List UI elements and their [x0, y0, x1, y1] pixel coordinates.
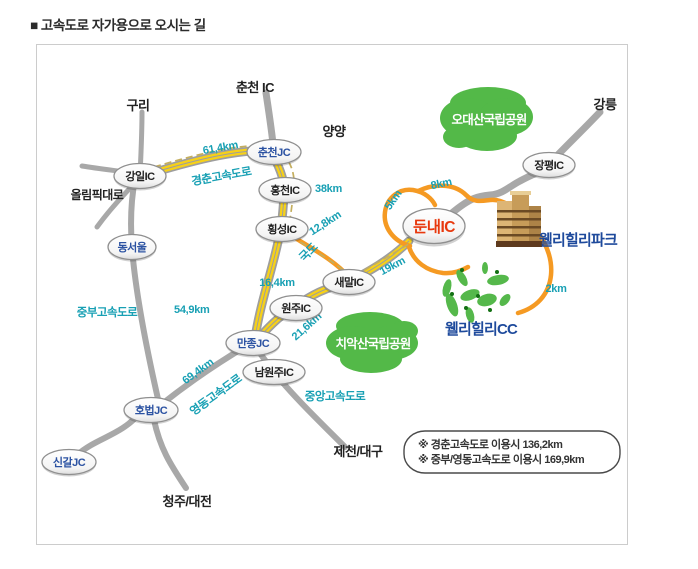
svg-text:동서울: 동서울	[118, 240, 147, 254]
svg-text:장평IC: 장평IC	[534, 158, 564, 172]
label-gangneung: 강릉	[594, 97, 617, 112]
node-jangpyeong-ic: 장평IC	[522, 151, 576, 180]
distance-2km: 2km	[545, 283, 567, 295]
svg-text:춘천JC: 춘천JC	[258, 145, 291, 159]
node-hongcheon-ic: 홍천IC	[258, 176, 312, 205]
route-map-canvas: 오대산국립공원 치악산국립공원	[41, 80, 621, 509]
svg-text:홍천IC: 홍천IC	[270, 183, 300, 197]
node-dunnae-ic: 둔내IC	[402, 207, 466, 247]
note-line-1: ※ 경춘고속도로 이용시 136,2km	[418, 437, 563, 451]
svg-text:원주IC: 원주IC	[281, 301, 311, 315]
node-hobeop-jc: 호법JC	[123, 396, 179, 425]
svg-text:새말IC: 새말IC	[334, 275, 364, 289]
svg-text:호법JC: 호법JC	[135, 403, 168, 417]
yeongdong-centerline	[256, 240, 410, 341]
city-labels: 구리 춘천 IC 양양 강릉 올림픽대로 청주/대전 제천/대구	[71, 80, 618, 509]
label-jungang-expressway: 중앙고속도로	[305, 390, 366, 403]
odaesan-park-blob	[440, 87, 533, 151]
node-gangil-ic: 강일IC	[113, 162, 167, 191]
odaesan-park: 오대산국립공원	[440, 87, 533, 151]
distance-54-9km: 54,9km	[174, 304, 210, 316]
label-jecheon-daegu: 제천/대구	[334, 444, 383, 459]
welli-hilli-park-label: 웰리힐리파크	[539, 232, 618, 249]
node-namwonju-ic: 남원주IC	[242, 358, 306, 387]
svg-text:남원주IC: 남원주IC	[255, 365, 294, 379]
label-gyeongchun-expressway: 경춘고속도로	[190, 164, 253, 188]
nodes: 강일IC 춘천JC 홍천IC 횡성IC 새말IC 원주IC	[41, 138, 576, 477]
chiaksan-park-blob	[326, 312, 418, 373]
welli-hilli-cc-label: 웰리힐리CC	[445, 321, 518, 338]
dunnae-loop-road	[382, 187, 438, 249]
chiaksan-park-label: 치악산국립공원	[336, 336, 411, 351]
label-guri: 구리	[127, 98, 150, 113]
note-box-border	[403, 430, 621, 474]
svg-text:강일IC: 강일IC	[125, 169, 155, 183]
resort-building-icon	[496, 191, 542, 247]
svg-text:만종JC: 만종JC	[237, 336, 270, 350]
golf-course-icon	[442, 262, 511, 323]
svg-text:신갈JC: 신갈JC	[53, 455, 86, 469]
route-map: 오대산국립공원 치악산국립공원	[36, 44, 628, 545]
label-yangyang: 양양	[323, 124, 346, 139]
road-jungbu-expressway	[128, 176, 161, 402]
label-cheongju-daejeon: 청주/대전	[163, 494, 212, 509]
node-wonju-ic: 원주IC	[269, 294, 323, 323]
distance-8km: 8km	[430, 176, 454, 192]
label-chuncheon-ic: 춘천 IC	[236, 80, 275, 95]
distance-12-8km: 12,8km	[307, 209, 344, 239]
svg-text:둔내IC: 둔내IC	[413, 218, 455, 236]
route-dashed-gukdo	[290, 235, 351, 277]
label-jungbu-expressway: 중부고속도로	[77, 306, 138, 319]
dunnae-south-arc-road	[406, 244, 471, 276]
note-line-2: ※ 중부/영동고속도로 이용시 169,9km	[418, 452, 585, 466]
note-box: ※ 경춘고속도로 이용시 136,2km ※ 중부/영동고속도로 이용시 169…	[403, 430, 621, 474]
svg-text:횡성IC: 횡성IC	[267, 222, 297, 236]
label-olympic-road: 올림픽대로	[71, 187, 124, 202]
page-title: ■ 고속도로 자가용으로 오시는 길	[30, 18, 206, 33]
chiaksan-park: 치악산국립공원	[326, 312, 418, 373]
node-singal-jc: 신갈JC	[41, 448, 97, 477]
distance-38km: 38km	[315, 183, 342, 195]
distance-16-4km: 16,4km	[259, 277, 295, 289]
node-hoengseong-ic: 횡성IC	[255, 215, 309, 244]
node-dongseoul: 동서울	[107, 233, 157, 262]
node-saemal-ic: 새말IC	[322, 268, 376, 297]
road-to-cheongju-daejeon	[151, 417, 189, 491]
destination-labels: 웰리힐리파크 웰리힐리CC	[445, 232, 619, 338]
node-manjong-jc: 만종JC	[225, 329, 281, 358]
odaesan-park-label: 오대산국립공원	[452, 112, 527, 127]
node-chuncheon-jc: 춘천JC	[246, 138, 302, 167]
